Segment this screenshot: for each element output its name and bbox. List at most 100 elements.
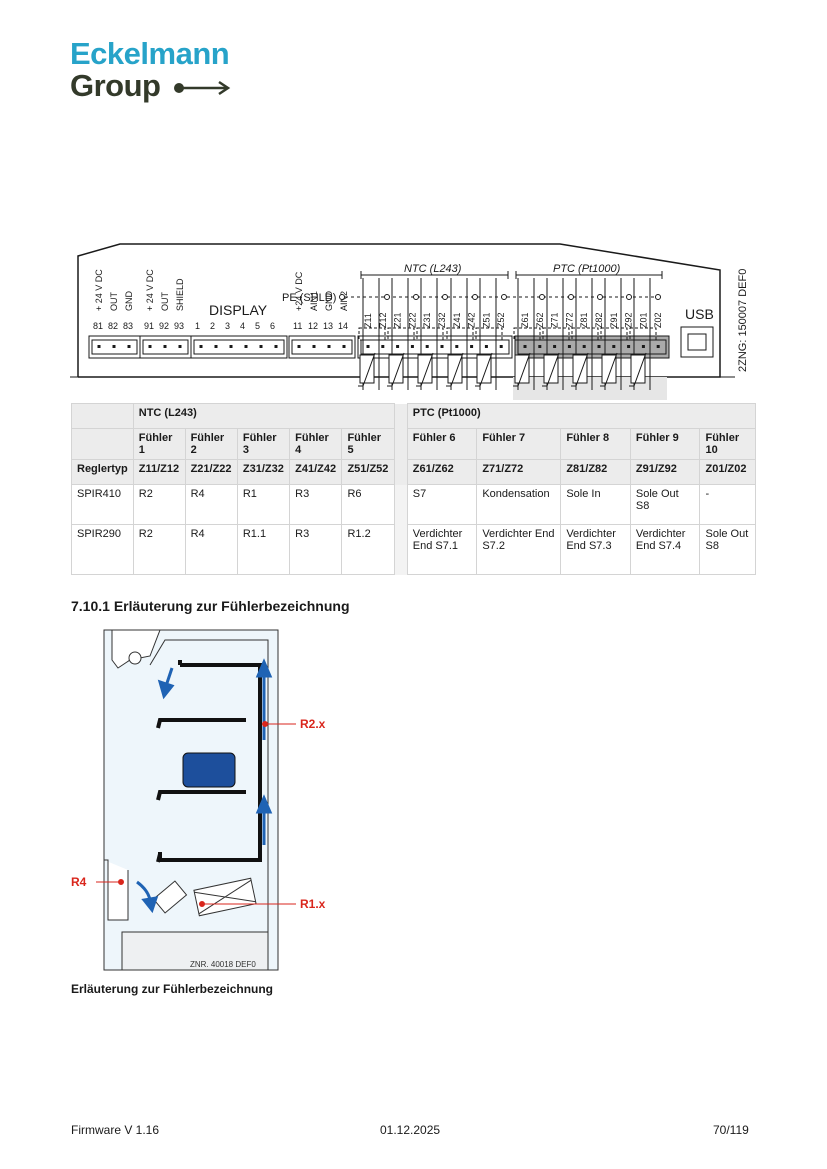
terminal-label: + 24 V DC: [94, 269, 104, 311]
table-cell: Fühler 1: [132, 428, 186, 460]
terminal-number: 93: [174, 321, 184, 331]
table-gap: [393, 403, 408, 429]
z-label: Z41: [452, 312, 462, 328]
table-cell: Z21/Z22: [184, 459, 238, 485]
table-cell: Z71/Z72: [476, 459, 562, 485]
table-gap: [393, 524, 408, 575]
z-label: Z42: [467, 312, 477, 328]
sensor-resistor: [447, 354, 463, 384]
table-cell: R2: [132, 524, 186, 575]
table-cell: R3: [289, 484, 343, 525]
label-r4: R4: [71, 875, 87, 889]
terminal-number: 82: [108, 321, 118, 331]
z-label: Z11: [363, 313, 373, 328]
z-label: Z82: [594, 312, 604, 328]
table-gap: [393, 428, 408, 460]
terminal-label: AIN2: [339, 291, 349, 311]
terminal-number: 5: [255, 321, 260, 331]
z-label: Z81: [579, 312, 589, 328]
cabinet-diagram: R2.x R4 R1.x ZNR. 40018 DEF0: [71, 629, 326, 971]
table-cell: Z11/Z12: [132, 459, 186, 485]
table-cell: Z91/Z92: [629, 459, 701, 485]
logo-group: Group: [70, 68, 233, 104]
z-label: Z52: [496, 312, 506, 328]
table-cell: Verdichter End S7.3: [560, 524, 631, 575]
z-label: Z22: [407, 312, 417, 328]
table-cell: R4: [184, 524, 238, 575]
label-r2: R2.x: [300, 717, 326, 731]
z-label: Z91: [609, 312, 619, 328]
z-label: Z01: [638, 312, 648, 328]
table-cell: Verdichter End S7.4: [629, 524, 701, 575]
terminal-number: 12: [308, 321, 318, 331]
footer-firmware: Firmware V 1.16: [71, 1123, 160, 1137]
table-cell: Z41/Z42: [289, 459, 343, 485]
sensor-resistor: [514, 354, 530, 384]
table-cell: Sole Out S8: [629, 484, 701, 525]
z-label: Z92: [624, 312, 634, 328]
table-cell: R2: [132, 484, 186, 525]
table-cell: R6: [341, 484, 395, 525]
table-cell: Fühler 3: [236, 428, 291, 460]
z-label: Z31: [422, 312, 432, 328]
terminal-label: GND: [124, 291, 134, 312]
sensor-resistor: [417, 354, 433, 384]
device-drawing-number: 2ZNG: 150007 DEF0: [737, 269, 749, 372]
logo-arrow-icon: [173, 80, 230, 95]
pe-label: PE (SHLD): [282, 292, 336, 304]
table-cell: Verdichter End S7.2: [476, 524, 562, 575]
sensor-resistor: [388, 354, 404, 384]
terminal-number: 2: [210, 321, 215, 331]
table-cell: [71, 428, 134, 460]
table-cell: Fühler 7: [476, 428, 562, 460]
table-cell: Fühler 2: [184, 428, 238, 460]
ntc-label: NTC (L243): [404, 263, 462, 275]
z-label: Z71: [550, 312, 560, 328]
logo-eckelmann: Eckelmann: [70, 36, 230, 71]
terminal-number: 4: [240, 321, 245, 331]
z-label: Z72: [564, 312, 574, 328]
display-label: DISPLAY: [209, 302, 268, 318]
terminal-number: 83: [123, 321, 133, 331]
z-label: Z51: [481, 312, 491, 328]
table-cell: Z01/Z02: [699, 459, 756, 485]
table-cell: R4: [184, 484, 238, 525]
sensor-resistor: [630, 354, 646, 384]
z-label: Z61: [520, 312, 530, 328]
terminal-label: OUT: [109, 292, 119, 312]
terminal-label: SHIELD: [175, 278, 185, 311]
table-cell: R3: [289, 524, 343, 575]
table-cell: Fühler 9: [629, 428, 701, 460]
table-corner: [71, 403, 134, 429]
terminal-number: 1: [195, 321, 200, 331]
table-cell: -: [699, 484, 756, 525]
table-cell: Fühler 10: [699, 428, 756, 460]
terminal-label: OUT: [160, 292, 170, 312]
table-cell: S7: [406, 484, 478, 525]
usb-label: USB: [685, 306, 714, 322]
terminal-number: 3: [225, 321, 230, 331]
terminal-label: AIN1: [309, 291, 319, 311]
table-cell: R1: [236, 484, 291, 525]
z-label: Z02: [653, 312, 663, 328]
table-cell: Fühler 6: [406, 428, 478, 460]
terminal-number: 81: [93, 321, 103, 331]
terminal-number: 11: [293, 321, 302, 331]
ptc-group-header: PTC (Pt1000): [406, 403, 757, 429]
terminal-number: 91: [144, 321, 154, 331]
table-cell: Z81/Z82: [560, 459, 631, 485]
logo-group-text: Group: [70, 68, 161, 103]
z-label: Z21: [393, 312, 403, 328]
table-cell: Verdichter End S7.1: [406, 524, 478, 575]
table-cell: Sole In: [560, 484, 631, 525]
table-gap: [393, 459, 408, 485]
table-cell: Z31/Z32: [236, 459, 291, 485]
label-r1: R1.x: [300, 897, 326, 911]
table-cell: Reglertyp: [71, 459, 134, 485]
terminal-number: 92: [159, 321, 169, 331]
table-cell: R1.2: [341, 524, 395, 575]
table-cell: Fühler 4: [289, 428, 343, 460]
ptc-label: PTC (Pt1000): [553, 263, 621, 275]
z-label: Z12: [378, 312, 388, 328]
